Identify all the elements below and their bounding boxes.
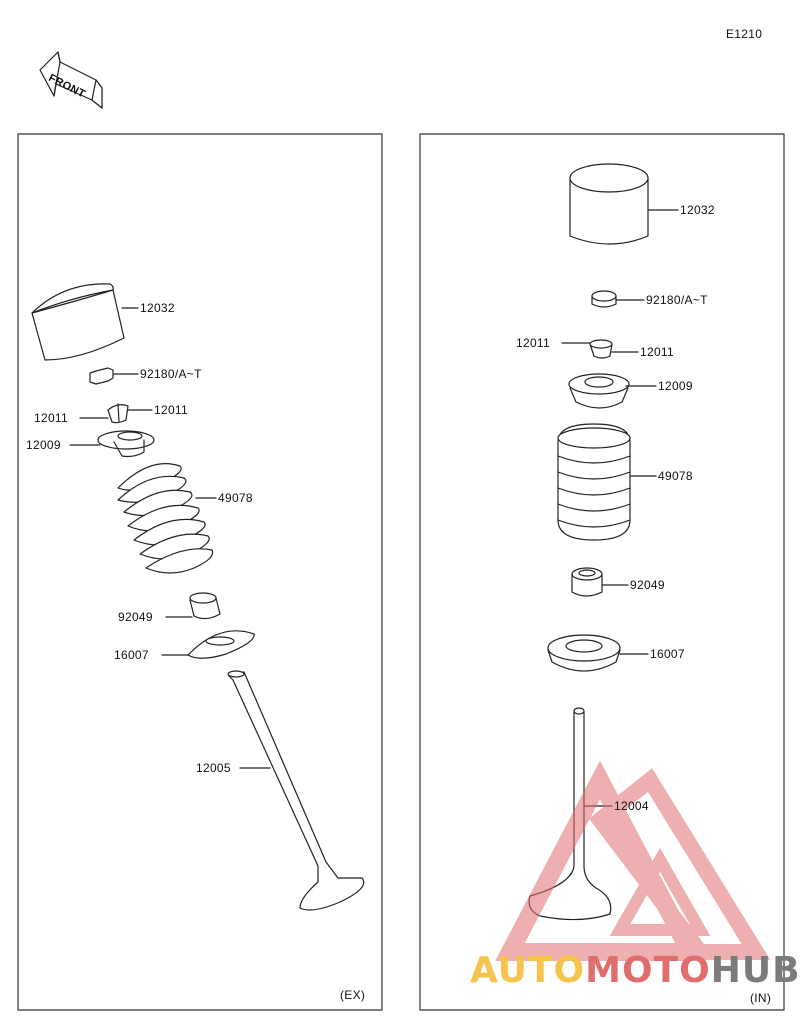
left-label-seal: 92049 xyxy=(118,610,153,624)
left-panel-tag: (EX) xyxy=(340,988,366,1002)
right-cotter xyxy=(589,339,613,359)
front-arrow-icon xyxy=(39,51,103,109)
right-panel-frame xyxy=(419,133,785,1011)
left-label-retainer: 12009 xyxy=(26,438,61,452)
right-valve-seal xyxy=(571,567,603,597)
right-label-shim: 92180/A~T xyxy=(646,293,708,307)
left-label-cap: 12032 xyxy=(140,301,175,315)
right-spring xyxy=(557,423,631,541)
left-leader-lines xyxy=(69,307,271,769)
left-label-spring: 49078 xyxy=(218,491,253,505)
right-label-retainer: 12009 xyxy=(658,379,693,393)
left-spring xyxy=(117,463,214,574)
watermark-part-moto: MOTO xyxy=(585,950,711,991)
right-label-seat: 16007 xyxy=(650,647,685,661)
right-shim xyxy=(591,290,617,308)
left-valve-seal xyxy=(189,592,221,620)
right-retainer xyxy=(568,373,630,409)
right-tappet-cap xyxy=(569,163,649,245)
right-label-cotter-left: 12011 xyxy=(516,336,550,350)
watermark-part-hub: HUB xyxy=(710,950,800,991)
page-code: E1210 xyxy=(726,27,763,41)
left-label-cotter-right: 12011 xyxy=(154,403,188,417)
left-retainer xyxy=(97,430,155,458)
watermark-text: AUTOMOTOHUB xyxy=(470,950,800,991)
left-label-cotter-left: 12011 xyxy=(34,411,68,425)
right-spring-seat xyxy=(547,634,621,672)
left-tappet-cap xyxy=(31,283,125,361)
left-label-shim: 92180/A~T xyxy=(140,367,202,381)
left-shim xyxy=(89,367,114,385)
right-leader-lines xyxy=(561,209,679,807)
left-cotter xyxy=(107,403,129,424)
left-label-valve: 12005 xyxy=(196,761,231,775)
right-label-cotter-right: 12011 xyxy=(640,345,674,359)
watermark-part-auto: AUTO xyxy=(470,950,586,991)
right-label-valve: 12004 xyxy=(614,799,649,813)
left-spring-seat xyxy=(187,630,255,659)
left-panel-frame xyxy=(17,133,383,1011)
left-label-seat: 16007 xyxy=(114,648,149,662)
right-label-seal: 92049 xyxy=(630,578,665,592)
right-label-spring: 49078 xyxy=(658,469,693,483)
watermark-logo xyxy=(495,760,771,961)
right-label-cap: 12032 xyxy=(680,203,715,217)
left-valve xyxy=(227,670,365,911)
right-panel-tag: (IN) xyxy=(750,991,772,1005)
